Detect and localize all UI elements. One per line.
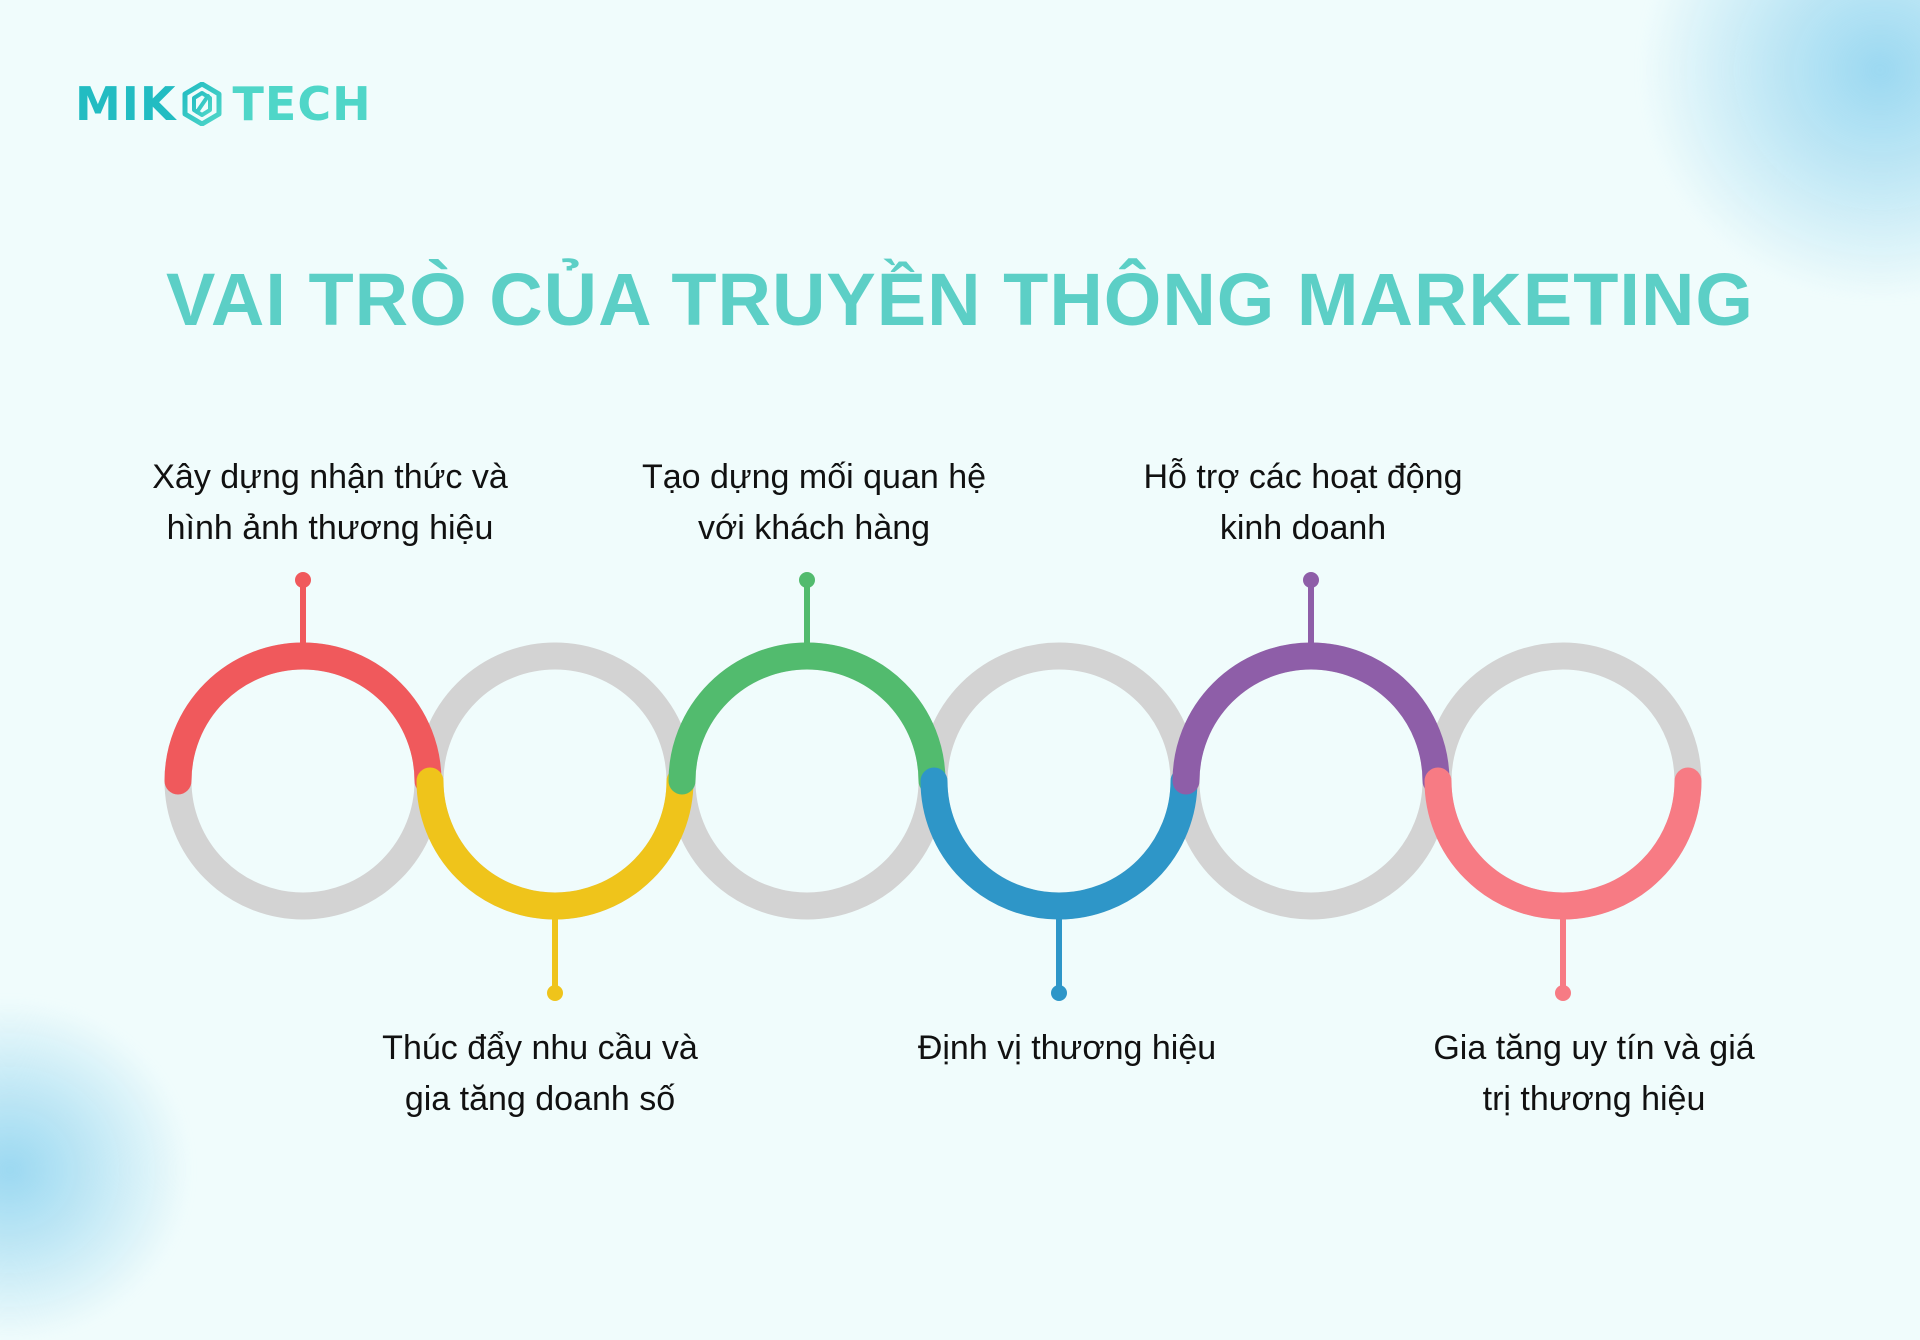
brand-logo: MIK TECH <box>75 80 372 128</box>
item-label-6: Gia tăng uy tín và giá trị thương hiệu <box>1354 1023 1834 1125</box>
connector-dot-2 <box>547 985 563 1001</box>
ring-arc-1 <box>164 642 442 795</box>
item-label-3: Tạo dựng mối quan hệ với khách hàng <box>574 452 1054 554</box>
item-label-line: Hỗ trợ các hoạt động <box>1143 458 1463 496</box>
item-label-line: Xây dựng nhận thức và <box>152 458 508 496</box>
connector-dot-4 <box>1051 985 1067 1001</box>
ring-arc-4 <box>920 767 1198 920</box>
ring-arc-5 <box>1172 642 1450 795</box>
connector-dot-6 <box>1555 985 1571 1001</box>
item-label-line: với khách hàng <box>697 509 931 547</box>
ring-arc-2 <box>416 767 694 920</box>
logo-text-right: TECH <box>232 77 372 131</box>
item-label-4: Định vị thương hiệu <box>827 1023 1307 1074</box>
item-label-line: trị thương hiệu <box>1482 1080 1706 1118</box>
item-label-2: Thúc đẩy nhu cầu và gia tăng doanh số <box>300 1023 780 1125</box>
connector-dot-3 <box>799 572 815 588</box>
connector-dot-1 <box>295 572 311 588</box>
page-title-text: VAI TRÒ CỦA TRUYỀN THÔNG MARKETING <box>166 258 1754 341</box>
ring-arc-3 <box>668 642 946 795</box>
item-label-line: hình ảnh thương hiệu <box>166 509 494 547</box>
item-label-line: Định vị thương hiệu <box>917 1029 1217 1067</box>
logo-text-left: MIK <box>75 77 177 131</box>
colored-arcs <box>164 642 1702 920</box>
item-label-line: Thúc đẩy nhu cầu và <box>382 1029 698 1067</box>
item-label-5: Hỗ trợ các hoạt động kinh doanh <box>1063 452 1543 554</box>
item-label-line: kinh doanh <box>1219 509 1387 547</box>
item-label-1: Xây dựng nhận thức và hình ảnh thương hiệ… <box>90 452 570 554</box>
item-label-line: Gia tăng uy tín và giá <box>1433 1029 1755 1067</box>
page-title: VAI TRÒ CỦA TRUYỀN THÔNG MARKETING <box>0 255 1920 345</box>
item-label-line: gia tăng doanh số <box>404 1080 676 1118</box>
connector-dot-5 <box>1303 572 1319 588</box>
connectors <box>295 572 1571 1001</box>
ring-arc-6 <box>1424 767 1702 920</box>
hexagon-logo-icon <box>180 82 224 126</box>
ring-chain-diagram <box>164 572 1702 1001</box>
item-label-line: Tạo dựng mối quan hệ <box>641 458 987 496</box>
